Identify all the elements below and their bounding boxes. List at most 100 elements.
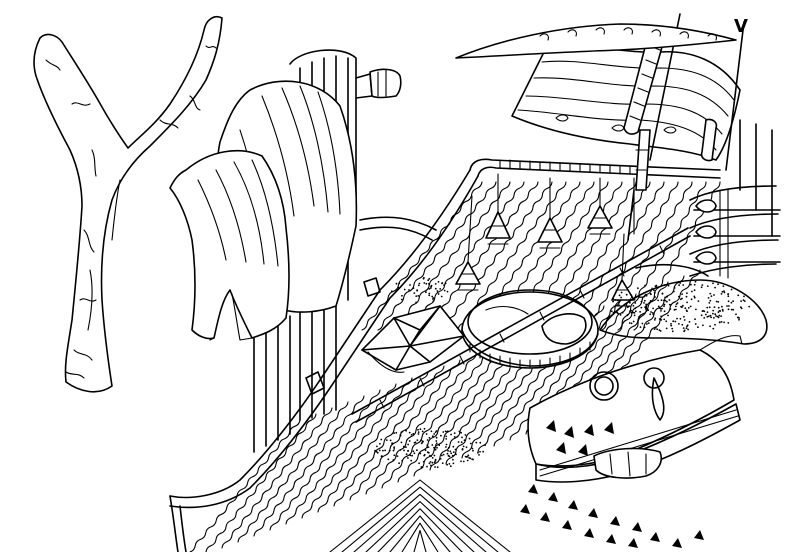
- sand-dot: [645, 303, 647, 306]
- sand-dot: [429, 461, 432, 463]
- sand-dot: [407, 443, 409, 446]
- floor-triangle-marks: [520, 484, 704, 548]
- sand-dot: [710, 316, 712, 319]
- flag-with-poles: [511, 13, 745, 241]
- sand-dot: [685, 309, 688, 312]
- sand-dot: [654, 296, 656, 298]
- sand-dot: [693, 295, 696, 298]
- sand-dot: [441, 282, 443, 285]
- sand-dot: [426, 465, 428, 468]
- sand-dot: [620, 296, 622, 299]
- sand-dot: [418, 282, 421, 285]
- sand-dot: [438, 444, 441, 447]
- sand-dot: [721, 308, 724, 311]
- sand-dot: [380, 438, 383, 441]
- sand-dot: [408, 440, 411, 442]
- sand-dot: [431, 461, 434, 464]
- sand-dot: [458, 430, 461, 433]
- sand-dot: [630, 311, 633, 314]
- sand-dot: [663, 299, 665, 302]
- sand-dot: [671, 330, 674, 333]
- sand-dot: [385, 439, 388, 441]
- sand-dot: [423, 454, 426, 457]
- sand-dot: [468, 437, 471, 440]
- sand-dot: [714, 286, 716, 289]
- sand-dot: [687, 328, 689, 331]
- sand-dot: [436, 290, 439, 292]
- sand-dot: [688, 321, 691, 323]
- sand-dot: [730, 308, 733, 311]
- sand-dot: [464, 434, 467, 436]
- sand-dot: [400, 298, 403, 301]
- sand-dot: [460, 460, 462, 463]
- sand-dot: [683, 319, 686, 321]
- sand-dot: [419, 428, 422, 431]
- sand-dot: [612, 311, 615, 314]
- sand-dot: [639, 326, 642, 328]
- wavy-line: [237, 401, 349, 543]
- sand-dot: [395, 282, 398, 285]
- sand-dot: [630, 322, 633, 325]
- sand-dot: [637, 287, 639, 290]
- sand-dot: [610, 310, 613, 313]
- sand-dot: [640, 306, 643, 309]
- sand-dot: [430, 287, 432, 289]
- triangle-mark: [528, 484, 538, 494]
- sand-dot: [703, 317, 706, 319]
- sand-dot: [443, 289, 446, 292]
- triangle-mark: [588, 508, 598, 518]
- sand-dot: [392, 449, 395, 452]
- sand-dot: [620, 305, 623, 308]
- triangle-mark: [540, 512, 550, 522]
- sand-dot: [674, 320, 677, 323]
- sand-dot: [693, 283, 696, 286]
- sand-dot: [393, 446, 395, 449]
- sand-dot: [644, 284, 646, 287]
- sand-dot: [614, 299, 617, 301]
- sand-dot: [444, 282, 447, 285]
- sand-dot: [441, 462, 444, 464]
- sand-dot: [403, 449, 405, 452]
- sand-dot: [435, 436, 438, 439]
- sand-dot: [435, 442, 438, 445]
- chevron-line: [329, 479, 511, 552]
- sand-dot: [432, 300, 435, 302]
- sand-dot: [378, 449, 381, 452]
- sand-dot: [452, 451, 455, 453]
- sand-piles: [374, 263, 768, 469]
- sand-dot: [682, 304, 684, 307]
- wavy-hatching: [189, 181, 721, 552]
- sand-dot: [374, 449, 376, 452]
- sand-dot: [633, 298, 636, 301]
- sand-dot: [705, 313, 707, 316]
- sand-dot: [732, 300, 734, 303]
- sand-dot: [408, 431, 411, 434]
- sand-dot: [399, 449, 402, 451]
- sand-dot: [446, 452, 449, 455]
- sand-dot: [713, 294, 715, 296]
- sand-dot: [393, 432, 396, 434]
- sand-dot: [654, 326, 657, 329]
- sand-dot: [657, 305, 660, 308]
- sand-dot: [452, 462, 455, 465]
- sand-dot: [408, 289, 410, 291]
- sand-dot: [722, 285, 725, 287]
- sand-dot: [426, 444, 429, 447]
- sand-dot: [463, 439, 466, 442]
- sand-dot: [678, 323, 680, 325]
- sand-dot: [737, 316, 739, 319]
- sand-dot: [651, 312, 654, 314]
- sand-dot: [477, 451, 479, 454]
- sand-dot: [413, 292, 416, 294]
- sand-dot: [727, 308, 730, 311]
- sand-dot: [436, 466, 439, 469]
- sand-dot: [717, 283, 719, 286]
- sand-dot: [442, 453, 445, 456]
- sand-dot: [445, 438, 448, 440]
- chevron-line: [377, 508, 463, 552]
- sand-dot: [433, 461, 436, 464]
- triangle-mark: [694, 530, 704, 540]
- sand-dot: [401, 294, 403, 297]
- wavy-line: [285, 383, 397, 525]
